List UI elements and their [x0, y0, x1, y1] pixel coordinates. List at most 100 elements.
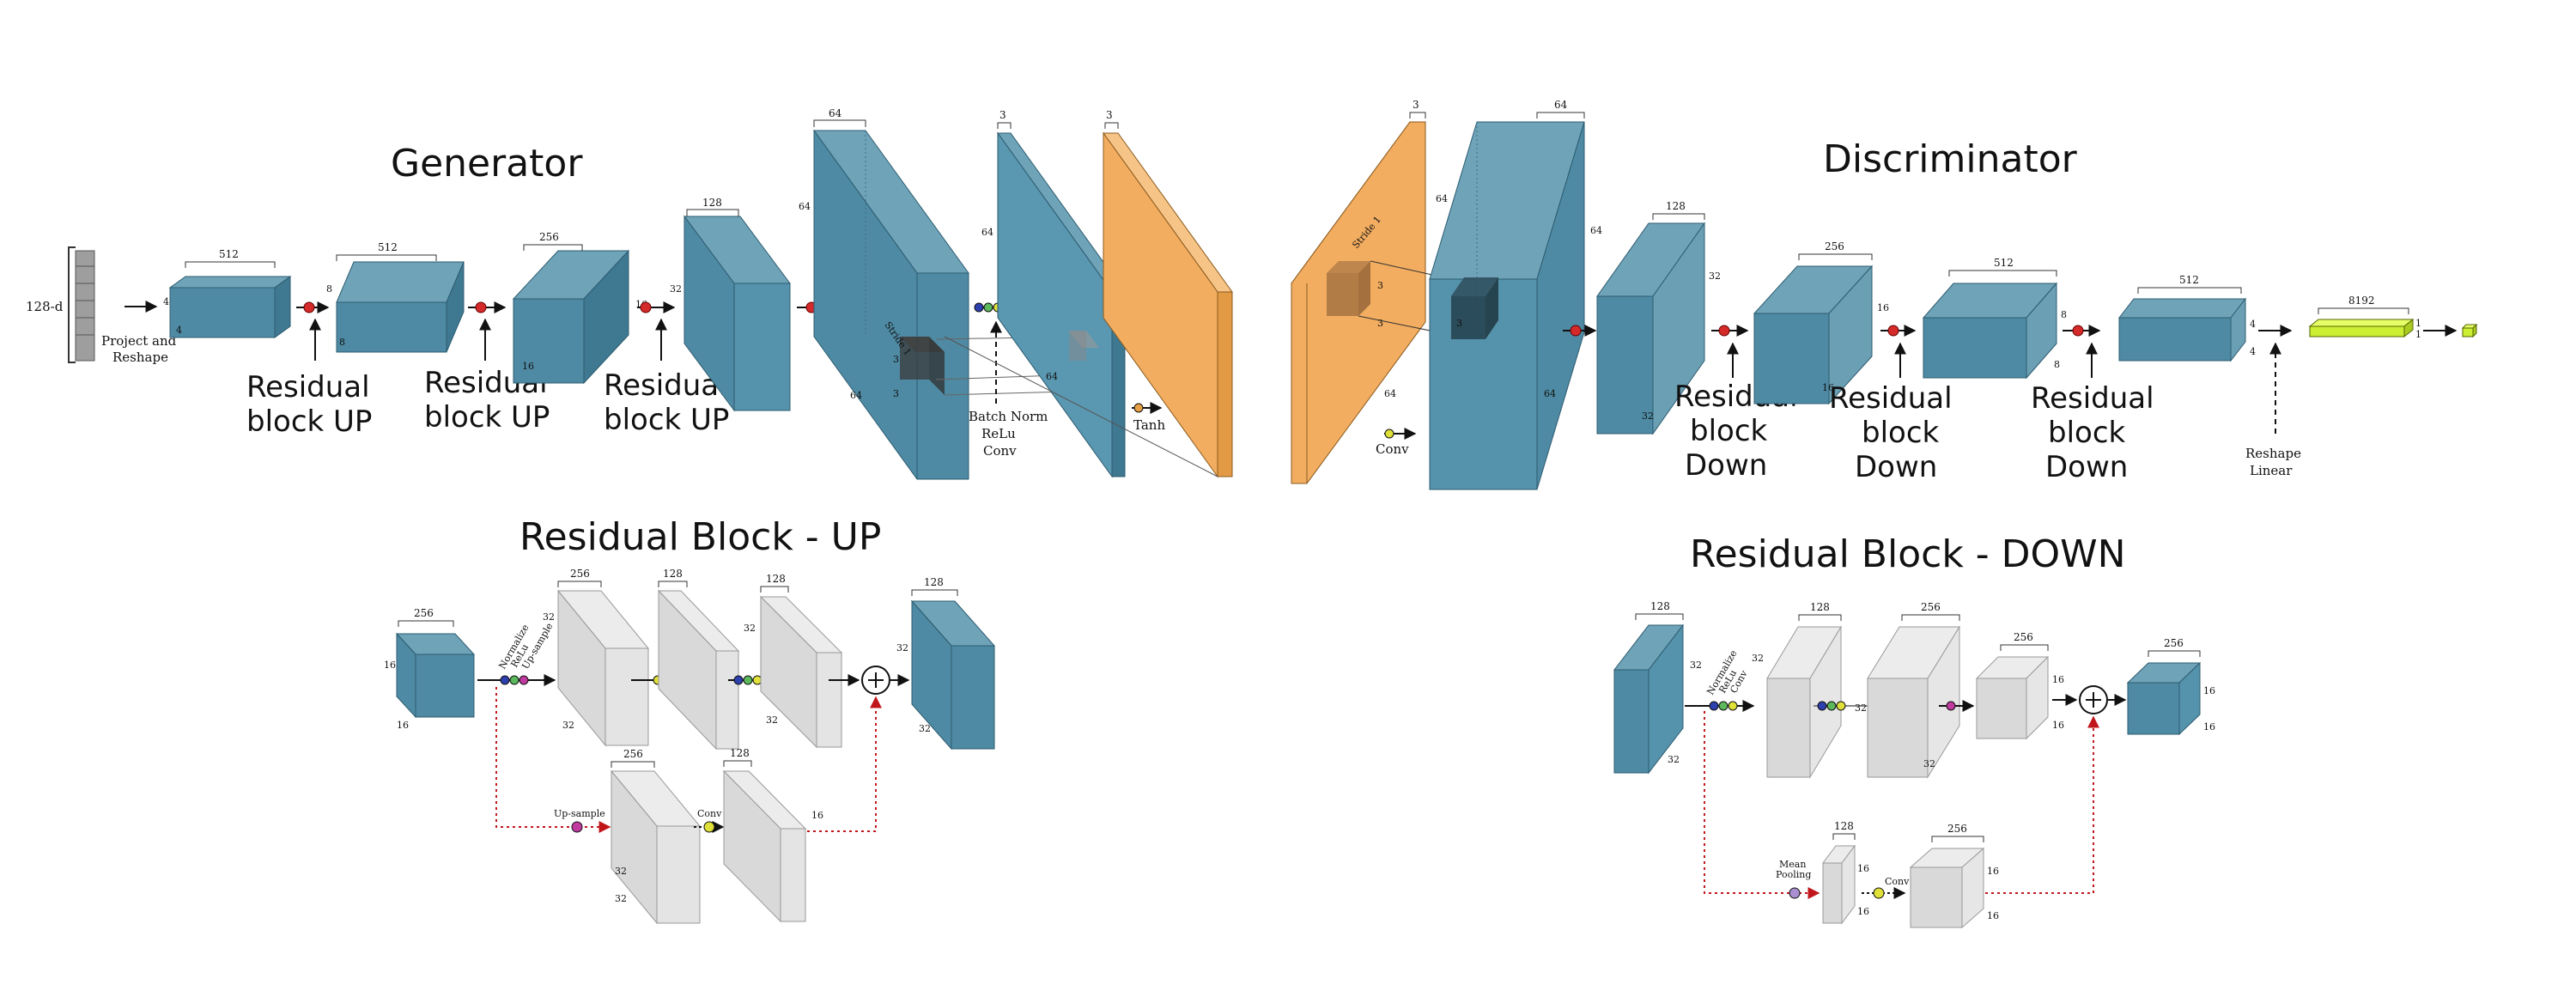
dim-label: 32	[1642, 410, 1654, 422]
res-up-skip-128: 128 16	[722, 747, 823, 923]
res-up-main-128-a: 128	[657, 568, 740, 751]
dim-label: 64	[1590, 225, 1602, 236]
gen-block-512-b: 512 8 8	[326, 241, 465, 353]
dim-label: 4	[2250, 319, 2256, 330]
dim-label: 32	[919, 723, 931, 734]
dim-label: 256	[1825, 240, 1844, 252]
disc-input-image: 3 64 64 Stride 1 3 3	[1291, 99, 1448, 484]
res-up-main-256: 256 32 32	[543, 568, 650, 747]
dim-label: 32	[615, 866, 627, 877]
dim-label: 256	[2164, 637, 2184, 649]
dim-label: 16	[2203, 685, 2215, 696]
conv-label: ReLu	[981, 426, 1016, 441]
dim-label: 8	[326, 283, 332, 295]
gen-output-image: 3	[1103, 109, 1233, 478]
dim-label: 32	[1668, 754, 1680, 765]
dim-label: 8	[339, 337, 345, 348]
dim-label: 16	[1877, 302, 1889, 313]
res-up-diagram: 256 16 16 Normalize ReLu Up-sample 256 3…	[384, 568, 996, 925]
conv-label: Conv	[697, 808, 722, 819]
dim-label: 16	[522, 361, 534, 372]
dim-label: 128	[1650, 600, 1670, 612]
dim-label: 16	[2203, 721, 2215, 733]
gen-block-3: 3 64 64	[981, 109, 1126, 478]
dim-label: 4	[163, 296, 169, 307]
residual-label: block UP	[604, 403, 729, 437]
kernel-dim: 3	[1377, 280, 1383, 291]
kernel-dim: 3	[893, 388, 899, 399]
dim-label: 512	[219, 248, 239, 260]
dim-label: 128	[730, 747, 750, 759]
disc-block-512-a: 512 8 8	[1922, 257, 2067, 380]
conv-label: Conv	[1376, 441, 1409, 457]
discriminator: 3 64 64 Stride 1 3 3 Conv 64 64 64	[1291, 99, 2478, 490]
dim-label: 512	[1994, 257, 2014, 269]
res-up-main-128-b: 128 32 32	[744, 573, 843, 749]
residual-label: Residual	[1829, 381, 1953, 416]
dim-label: 16	[1987, 866, 1999, 877]
dim-label: 32	[744, 623, 756, 634]
residual-label: block UP	[246, 404, 372, 439]
dim-label: 8192	[2348, 295, 2375, 307]
residual-label: Down	[1685, 448, 1767, 483]
dim-label: 16	[2052, 720, 2064, 731]
dim-label: 3	[1413, 99, 1419, 111]
res-down-skip-256: 256 16 16	[1909, 823, 1999, 929]
conv-label: Batch Norm	[969, 409, 1048, 424]
dim-label: 16	[1857, 863, 1869, 874]
dim-label: 4	[2250, 346, 2256, 357]
generator-title: Generator	[391, 142, 583, 185]
dim-label: 16	[2052, 674, 2064, 685]
res-down-output: 256 16 16	[2126, 637, 2215, 736]
dim-label: 1	[2415, 329, 2421, 340]
dim-label: 64	[850, 390, 862, 401]
dim-label: 32	[615, 893, 627, 904]
dim-label: 64	[1544, 388, 1556, 399]
dim-label: 256	[414, 607, 434, 619]
kernel-dim: 3	[893, 354, 899, 365]
reshape-label: Reshape	[2245, 446, 2301, 461]
disc-block-128: 128 32 32	[1596, 200, 1721, 435]
upsample-label: Up-sample	[554, 808, 605, 819]
dim-label: 16	[811, 810, 823, 821]
dim-label: 64	[1046, 371, 1058, 382]
project-label-2: Reshape	[112, 350, 168, 365]
dim-label: 32	[670, 283, 682, 295]
gen-block-512-a: 512 4 4	[163, 248, 292, 338]
kernel-dim: 3	[1377, 318, 1383, 329]
res-up-output: 128 32 32	[896, 576, 996, 751]
disc-block-256: 256 16 16	[1753, 240, 1889, 405]
dim-label: 512	[2179, 274, 2199, 286]
dim-label: 64	[1384, 388, 1396, 399]
dim-label: 32	[562, 720, 574, 731]
res-down-title: Residual Block - DOWN	[1690, 532, 2126, 576]
dim-label: 64	[981, 227, 993, 238]
dim-label: 32	[1855, 702, 1867, 714]
dim-label: 128	[1834, 820, 1854, 832]
residual-label: Residual	[604, 368, 727, 403]
dim-label: 16	[384, 660, 396, 671]
disc-block-512-b: 512 4 4	[2117, 274, 2256, 362]
dim-label: 256	[1947, 823, 1967, 835]
gen-block-128: 128 32	[670, 197, 791, 412]
res-down-main-256-small: 256 16 16	[1975, 631, 2064, 740]
residual-label: block UP	[424, 400, 550, 435]
res-up-skip-256: 256 32 32	[610, 748, 702, 925]
dim-label: 256	[623, 748, 643, 760]
res-up-title: Residual Block - UP	[519, 515, 881, 559]
dim-label: 4	[176, 325, 182, 336]
input-vector: 128-d	[26, 246, 95, 363]
residual-label: block	[2048, 416, 2126, 450]
reshape-label: Linear	[2250, 463, 2293, 478]
dim-label: 256	[2014, 631, 2033, 643]
dim-label: 32	[1690, 660, 1702, 671]
res-down-main-256: 256 32 32	[1855, 601, 1960, 779]
dim-label: 512	[378, 241, 398, 253]
dim-label: 3	[1106, 109, 1113, 121]
dim-label: 3	[999, 109, 1006, 121]
input-label: 128-d	[26, 299, 64, 314]
dim-label: 32	[543, 611, 555, 623]
dim-label: 128	[766, 573, 786, 585]
discriminator-title: Discriminator	[1823, 137, 2078, 181]
